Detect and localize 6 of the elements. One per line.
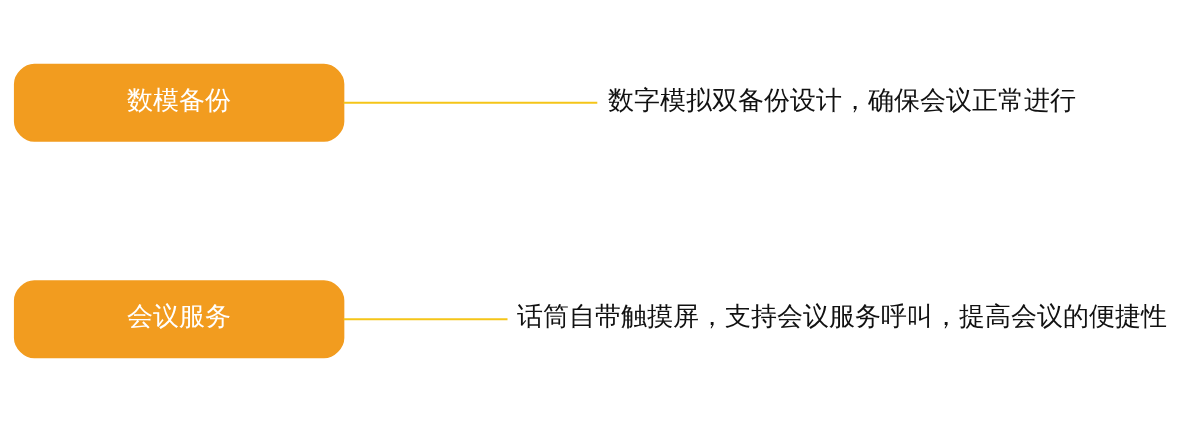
connector <box>342 318 509 321</box>
node-box: 数模备份 <box>13 63 345 142</box>
node-text: 数字模拟双备份设计，确保会议正常进行 <box>607 84 1076 115</box>
node-box: 会议服务 <box>13 280 345 359</box>
node-text: 话筒自带触摸屏，支持会议服务呼叫，提高会议的便捷性 <box>516 301 1167 332</box>
connector <box>342 101 599 104</box>
